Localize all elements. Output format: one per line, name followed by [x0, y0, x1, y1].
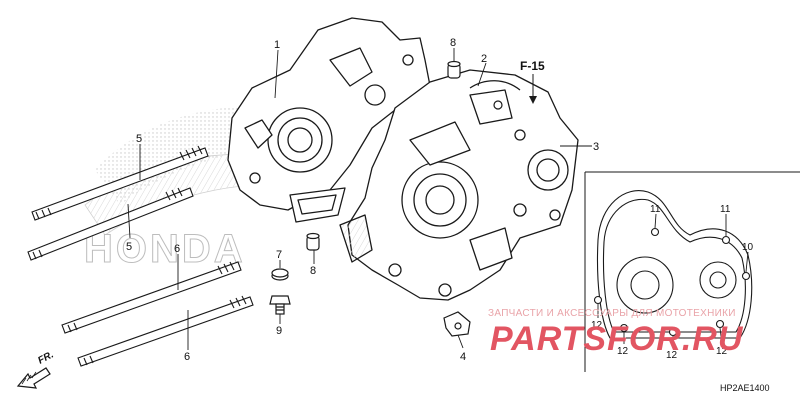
label-part-6-lower: 6 [184, 351, 190, 363]
oil-pipe-part-2 [469, 80, 521, 110]
label-part-8-top: 8 [450, 37, 456, 49]
front-direction-indicator: FR. [16, 349, 56, 389]
label-part-7: 7 [276, 249, 282, 261]
dowel-pin-part-8-top [447, 60, 461, 79]
label-part-11-left: 11 [650, 204, 661, 215]
leader-lines [127, 48, 749, 350]
gasket-inset-panel [584, 171, 800, 372]
honda-logo-text: HONDA [84, 227, 246, 271]
reference-arrow: F-15 [520, 59, 545, 104]
label-part-4: 4 [460, 351, 466, 363]
label-part-5-upper: 5 [136, 133, 142, 145]
label-part-12-a: 12 [591, 320, 603, 331]
clamp-part-4 [443, 311, 471, 337]
label-part-1: 1 [274, 39, 280, 51]
washer-part-7 [271, 268, 289, 281]
figure-code: HP2AE1400 [720, 383, 770, 393]
label-part-12-b: 12 [617, 346, 629, 357]
front-direction-label: FR. [36, 349, 55, 366]
label-part-5-lower: 5 [126, 241, 132, 253]
label-part-12-c: 12 [666, 350, 678, 361]
label-part-9: 9 [276, 325, 282, 337]
watermark-logo: PARTSFOR.RU [490, 320, 744, 358]
label-part-2: 2 [481, 53, 487, 65]
reference-code-label: F-15 [520, 59, 545, 73]
label-part-3: 3 [593, 141, 599, 153]
label-part-11-right: 11 [720, 204, 731, 215]
label-part-8-bottom: 8 [310, 265, 316, 277]
right-crankcase-part-3 [339, 69, 579, 301]
drain-bolt-part-9 [269, 295, 291, 315]
watermark-tagline: ЗАПЧАСТИ И АКСЕССУАРЫ ДЛЯ МОТОТЕХНИКИ [488, 308, 736, 319]
label-part-12-d: 12 [716, 346, 728, 357]
dowel-pin-part-8-bottom [306, 232, 320, 251]
label-part-6-upper: 6 [174, 243, 180, 255]
stud-bolts-part-5 [27, 145, 209, 261]
stud-bolts-part-6 [61, 261, 254, 367]
watermark: ЗАПЧАСТИ И АКСЕССУАРЫ ДЛЯ МОТОТЕХНИКИ PA… [488, 308, 744, 358]
label-part-10: 10 [742, 242, 754, 253]
part-number-labels: 1 2 3 4 5 5 6 6 7 8 8 9 10 11 11 12 12 1… [126, 37, 754, 363]
